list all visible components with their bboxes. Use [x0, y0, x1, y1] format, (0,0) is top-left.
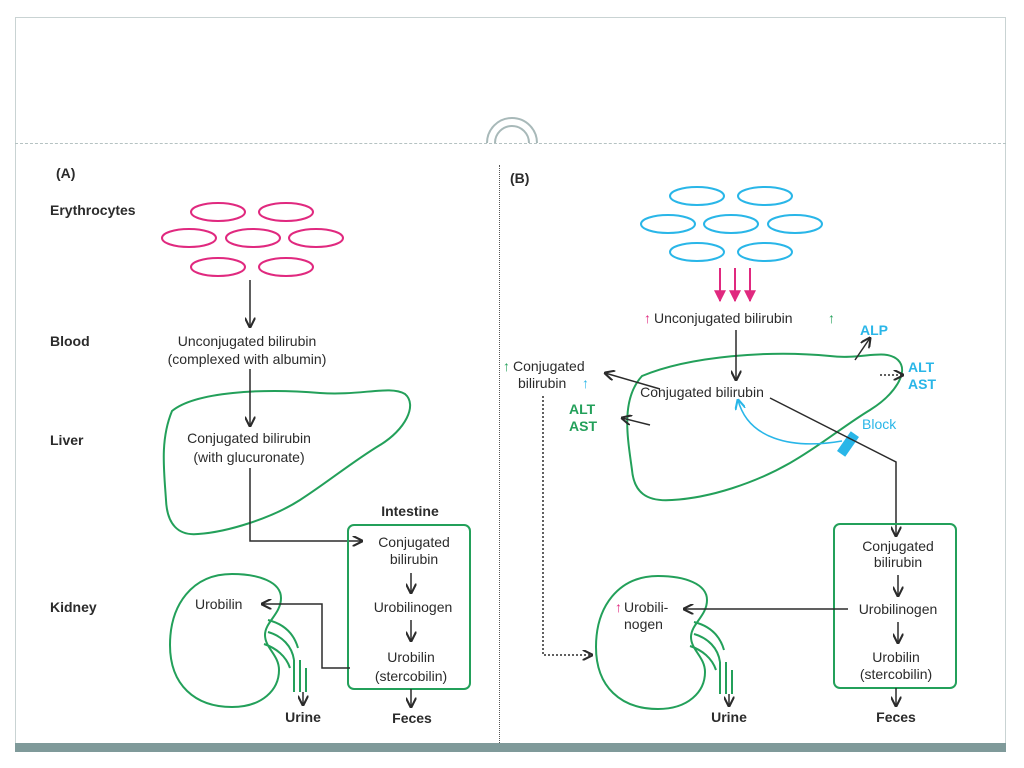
erythrocyte: [737, 186, 793, 206]
slide-frame: [15, 17, 1006, 751]
conjugated-out-line1: Conjugated: [513, 358, 585, 374]
conjugated-out-line2: bilirubin: [518, 375, 566, 391]
row-label-blood: Blood: [50, 333, 90, 349]
block-label: Block: [862, 416, 897, 432]
title-divider: [15, 143, 1006, 144]
ast-label-right: AST: [908, 376, 936, 392]
panel-a: (A) Erythrocytes Blood Liver Kidney Unco…: [50, 165, 471, 726]
erythrocyte: [640, 214, 696, 234]
row-label-kidney: Kidney: [50, 599, 97, 615]
intestine-urobilinogen: Urobilinogen: [374, 599, 453, 615]
panel-b-label: (B): [510, 170, 529, 186]
increase-arrow-unconj-right: ↑: [828, 310, 835, 326]
intestine-conjugated-line1: Conjugated: [378, 534, 450, 550]
increase-arrow-conj-out-blue: ↑: [582, 375, 589, 391]
kidney-text-b-line2: nogen: [624, 616, 663, 632]
arrow-conj-to-blood: [605, 373, 661, 390]
erythrocyte: [767, 214, 823, 234]
arrow-urobilin-to-kidney: [262, 604, 350, 669]
urine-label-b: Urine: [711, 709, 747, 725]
alt-label-left: ALT: [569, 401, 596, 417]
erythrocytes-hemolysis: [640, 186, 823, 262]
liver-outline-b: [626, 352, 904, 502]
arrow-to-alt-ast-left: [622, 418, 651, 426]
ureter-b: [719, 662, 733, 694]
intestine-title: Intestine: [381, 503, 439, 519]
arrow-conj-to-kidney-dotted: [542, 396, 592, 655]
block-feedback-arrow: [738, 400, 843, 445]
liver-outline: [162, 389, 411, 536]
erythrocyte: [669, 242, 725, 262]
erythrocyte: [258, 202, 314, 222]
liver-text-b: Conjugated bilirubin: [640, 384, 764, 400]
erythrocyte: [737, 242, 793, 262]
erythrocyte: [190, 202, 246, 222]
erythrocyte: [161, 228, 217, 248]
intestine-conjugated-line2: bilirubin: [390, 551, 438, 567]
arrow-to-alp: [854, 338, 870, 361]
ast-label-left: AST: [569, 418, 597, 434]
intestine-urobilin-line2: (stercobilin): [375, 668, 447, 684]
alp-label: ALP: [860, 322, 888, 338]
intestine-b-urobilinogen: Urobilinogen: [859, 601, 938, 617]
kidney-outline-a: [168, 572, 283, 709]
erythrocytes-normal: [161, 202, 344, 277]
kidney-text-b-line1: Urobili-: [624, 599, 669, 615]
arrow-liver-to-intestine: [249, 468, 362, 541]
erythrocyte: [190, 257, 246, 277]
unconjugated-text-b: Unconjugated bilirubin: [654, 310, 793, 326]
erythrocyte: [288, 228, 344, 248]
liver-text-line1: Conjugated bilirubin: [187, 430, 311, 446]
liver-text-line2: (with glucuronate): [193, 449, 304, 465]
erythrocyte: [225, 228, 281, 248]
panel-divider: [499, 165, 500, 743]
row-label-erythrocytes: Erythrocytes: [50, 202, 136, 218]
panel-a-label: (A): [56, 165, 75, 181]
intestine-b-urobilin-line2: (stercobilin): [860, 666, 932, 682]
panel-b: (B) ↑ Unconjugated bilirubin ↑ Conjugate…: [503, 170, 957, 725]
intestine-b-conjugated-line2: bilirubin: [874, 554, 922, 570]
increase-arrow-unconj-left: ↑: [644, 310, 651, 326]
alt-label-right: ALT: [908, 359, 935, 375]
feces-label-b: Feces: [876, 709, 916, 725]
intestine-box: [347, 524, 471, 690]
arrow-liver-to-intestine-b: [769, 397, 896, 536]
feces-label-a: Feces: [392, 710, 432, 726]
block-marker: [837, 431, 859, 457]
kidney-pelvis-a: [263, 619, 299, 669]
bottom-bar: [15, 743, 1006, 752]
intestine-box-b: [833, 523, 957, 689]
increase-arrow-urobilinogen-kidney: ↑: [615, 599, 622, 615]
ureter-a: [293, 660, 307, 692]
intestine-b-conjugated-line1: Conjugated: [862, 538, 934, 554]
kidney-outline-b: [594, 574, 709, 711]
urine-label-a: Urine: [285, 709, 321, 725]
row-label-liver: Liver: [50, 432, 84, 448]
hemolysis-arrows: [714, 268, 756, 303]
erythrocyte: [703, 214, 759, 234]
kidney-pelvis-b: [689, 621, 725, 671]
intestine-b-urobilin-line1: Urobilin: [872, 649, 919, 665]
blood-text-line1: Unconjugated bilirubin: [178, 333, 317, 349]
increase-arrow-conj-out: ↑: [503, 358, 510, 374]
kidney-text-a: Urobilin: [195, 596, 242, 612]
erythrocyte: [258, 257, 314, 277]
erythrocyte: [669, 186, 725, 206]
intestine-urobilin-line1: Urobilin: [387, 649, 434, 665]
blood-text-line2: (complexed with albumin): [168, 351, 327, 367]
